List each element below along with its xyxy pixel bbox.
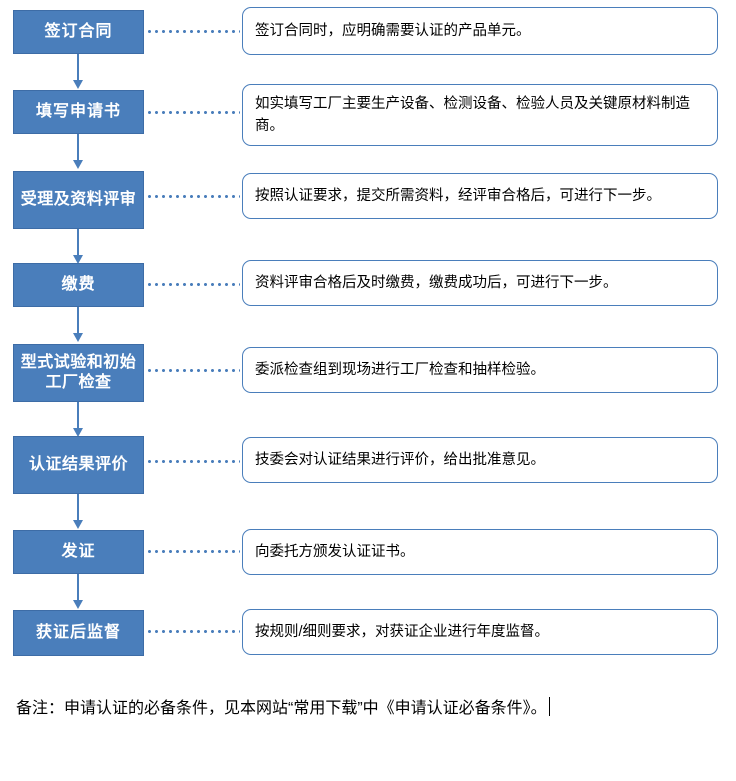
remark-content: 备注：申请认证的必备条件，见本网站“常用下载”中《申请认证必备条件》。 xyxy=(16,700,547,717)
connector-arrow-4 xyxy=(73,307,83,342)
step-box-8[interactable]: 获证后监督 xyxy=(13,610,144,656)
note-box-6: 技委会对认证结果进行评价，给出批准意见。 xyxy=(242,437,718,483)
leader-line-4 xyxy=(146,283,240,286)
note-text-8: 按规则/细则要求，对获证企业进行年度监督。 xyxy=(255,623,550,640)
note-text-2: 如实填写工厂主要生产设备、检测设备、检验人员及关键原材料制造商。 xyxy=(255,95,690,134)
step-label-7: 发证 xyxy=(61,543,96,560)
step-label-5: 型式试验和初始工厂检查 xyxy=(20,354,137,391)
leader-line-5 xyxy=(146,369,240,372)
connector-arrow-5 xyxy=(73,402,83,437)
step-box-3[interactable]: 受理及资料评审 xyxy=(13,171,144,229)
step-box-1[interactable]: 签订合同 xyxy=(13,10,144,54)
leader-line-3 xyxy=(146,195,240,198)
note-box-1: 签订合同时，应明确需要认证的产品单元。 xyxy=(242,7,718,55)
step-box-5[interactable]: 型式试验和初始工厂检查 xyxy=(13,344,144,402)
connector-arrow-7 xyxy=(73,574,83,609)
note-text-3: 按照认证要求，提交所需资料，经评审合格后，可进行下一步。 xyxy=(255,187,661,204)
leader-line-7 xyxy=(146,550,240,553)
note-text-1: 签订合同时，应明确需要认证的产品单元。 xyxy=(255,22,531,39)
step-label-1: 签订合同 xyxy=(44,23,113,40)
step-label-4: 缴费 xyxy=(61,276,96,293)
step-label-2: 填写申请书 xyxy=(35,103,121,120)
step-label-3: 受理及资料评审 xyxy=(20,191,137,208)
connector-arrow-1 xyxy=(73,54,83,89)
leader-line-2 xyxy=(146,111,240,114)
step-box-7[interactable]: 发证 xyxy=(13,530,144,574)
note-box-2: 如实填写工厂主要生产设备、检测设备、检验人员及关键原材料制造商。 xyxy=(242,84,718,146)
step-box-4[interactable]: 缴费 xyxy=(13,263,144,307)
note-box-8: 按规则/细则要求，对获证企业进行年度监督。 xyxy=(242,609,718,655)
note-text-5: 委派检查组到现场进行工厂检查和抽样检验。 xyxy=(255,361,545,378)
step-label-6: 认证结果评价 xyxy=(28,456,128,473)
connector-arrow-2 xyxy=(73,134,83,169)
step-box-2[interactable]: 填写申请书 xyxy=(13,90,144,134)
note-box-4: 资料评审合格后及时缴费，缴费成功后，可进行下一步。 xyxy=(242,260,718,306)
step-label-8: 获证后监督 xyxy=(35,624,121,641)
note-text-6: 技委会对认证结果进行评价，给出批准意见。 xyxy=(255,451,545,468)
connector-arrow-6 xyxy=(73,494,83,529)
note-box-3: 按照认证要求，提交所需资料，经评审合格后，可进行下一步。 xyxy=(242,173,718,219)
note-text-7: 向委托方颁发认证证书。 xyxy=(255,543,415,560)
note-text-4: 资料评审合格后及时缴费，缴费成功后，可进行下一步。 xyxy=(255,274,618,291)
note-box-7: 向委托方颁发认证证书。 xyxy=(242,529,718,575)
remark-text: 备注：申请认证的必备条件，见本网站“常用下载”中《申请认证必备条件》。 xyxy=(16,694,716,724)
note-box-5: 委派检查组到现场进行工厂检查和抽样检验。 xyxy=(242,347,718,393)
leader-line-8 xyxy=(146,630,240,633)
leader-line-1 xyxy=(146,30,240,33)
text-cursor xyxy=(548,697,550,716)
leader-line-6 xyxy=(146,460,240,463)
step-box-6[interactable]: 认证结果评价 xyxy=(13,436,144,494)
connector-arrow-3 xyxy=(73,229,83,264)
